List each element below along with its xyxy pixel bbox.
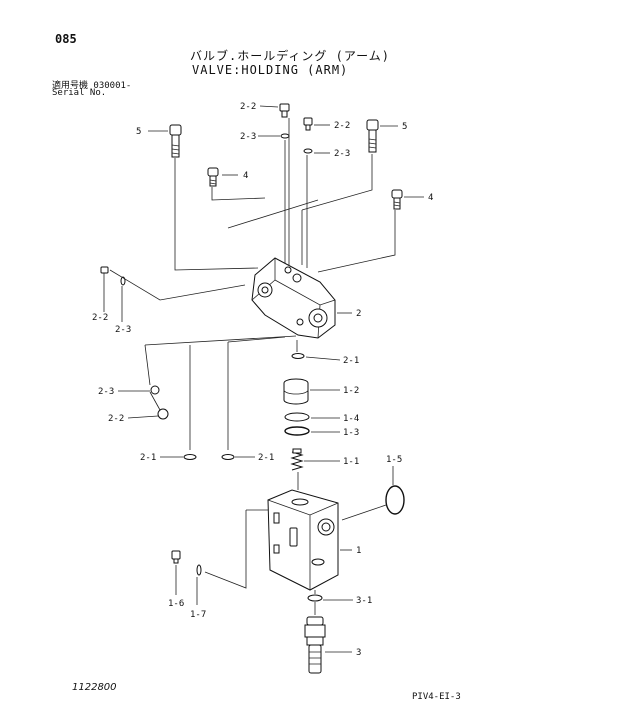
footer-left-code: 1122800 [72,682,117,693]
bolt-4-right[interactable] [391,189,403,210]
callout-3: 3 [356,648,361,658]
callout-1-4: 1-4 [343,414,359,424]
callout-1-body: 1 [356,546,361,556]
oring-2-1-center[interactable] [221,454,235,460]
oring-2-3-low[interactable] [150,385,160,395]
oring-2-1-left[interactable] [183,454,197,460]
callout-1-7: 1-7 [190,610,206,620]
callout-1-3: 1-3 [343,428,359,438]
callout-1-2: 1-2 [343,386,359,396]
callout-2-3-side: 2-3 [115,325,131,335]
oring-1-3[interactable] [284,426,310,436]
bolt-5-left[interactable] [169,124,182,158]
valve-body-1[interactable] [267,489,339,591]
callout-5-left: 5 [136,127,141,137]
oring-1-5[interactable] [385,485,405,515]
plug-1-6[interactable] [171,550,181,564]
callout-2-2-top: 2-2 [240,102,256,112]
callout-5-right: 5 [402,122,407,132]
callout-4-right: 4 [428,193,433,203]
valve-block-2[interactable] [251,257,336,339]
oring-3-1[interactable] [307,594,323,602]
callout-2-2-low: 2-2 [108,414,124,424]
title-english: VALVE:HOLDING (ARM) [192,63,349,77]
oring-2-3-right[interactable] [303,148,313,154]
serial-label-japanese: 適用号機 030001- [52,81,132,91]
callout-1-6: 1-6 [168,599,184,609]
piston-1-2[interactable] [283,378,309,405]
callout-1-5: 1-5 [386,455,402,465]
callout-2-1-left: 2-1 [140,453,156,463]
callout-2-2-side: 2-2 [92,313,108,323]
callout-2-3-top: 2-3 [240,132,256,142]
title-japanese: バルブ.ホールディング (アーム) [190,49,390,63]
callout-2-3-right: 2-3 [334,149,350,159]
footer-right-code: PIV4-EI-3 [412,692,461,702]
page-number: 085 [55,32,77,46]
callout-2-1-center: 2-1 [258,453,274,463]
plug-2-2-low[interactable] [157,408,169,420]
oring-2-3-top[interactable] [280,133,290,139]
oring-2-3-side[interactable] [120,276,126,286]
oring-2-1-mid[interactable] [291,353,305,359]
spring-1-1[interactable] [290,448,304,471]
callout-2-block: 2 [356,309,361,319]
callout-2-3-low: 2-3 [98,387,114,397]
callout-4-left: 4 [243,171,248,181]
bolt-4-left[interactable] [207,167,219,187]
bolt-5-right[interactable] [366,119,379,153]
callout-3-1: 3-1 [356,596,372,606]
callout-2-1-mid: 2-1 [343,356,359,366]
serial-label-english: Serial No. [52,88,107,98]
oring-1-7[interactable] [196,564,202,576]
callout-2-2-right: 2-2 [334,121,350,131]
backup-ring-1-4[interactable] [284,412,310,422]
plug-2-2-top[interactable] [279,103,290,118]
callout-1-1: 1-1 [343,457,359,467]
plug-2-2-side[interactable] [100,266,109,274]
plug-2-2-right[interactable] [303,117,313,131]
check-valve-3[interactable] [304,616,326,674]
